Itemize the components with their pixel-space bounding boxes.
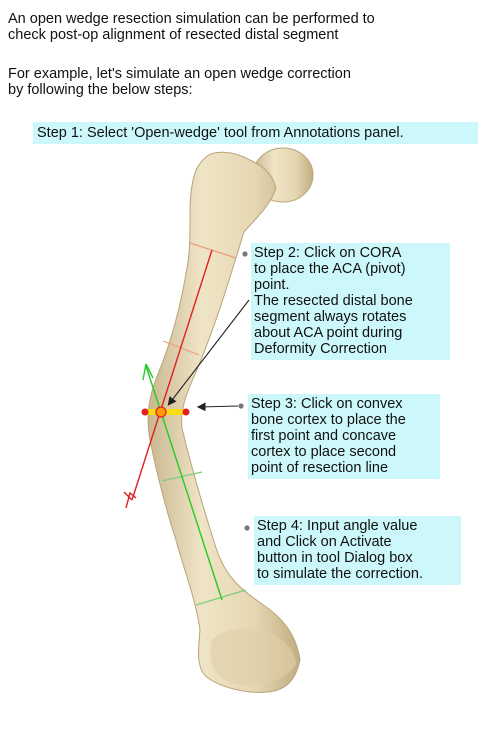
step2-line: point. xyxy=(254,277,290,293)
convex-cortex-point xyxy=(141,408,149,416)
step1-callout: Step 1: Select 'Open-wedge' tool from An… xyxy=(33,122,478,144)
step2-line: segment always rotates xyxy=(254,309,407,325)
proximal-axis-arrowhead xyxy=(123,491,133,501)
intro-line: by following the below steps: xyxy=(8,82,193,98)
step3-pointer-dot xyxy=(238,403,244,409)
step3-line: bone cortex to place the xyxy=(251,412,406,428)
intro-paragraph-2: For example, let's simulate an open wedg… xyxy=(8,66,351,98)
aca-pivot-point xyxy=(155,406,167,418)
step3-line: Step 3: Click on convex xyxy=(251,396,403,412)
step2-line: Step 2: Click on CORA xyxy=(254,245,402,261)
step4-callout: Step 4: Input angle value and Click on A… xyxy=(254,516,461,585)
step2-line: about ACA point during xyxy=(254,325,403,341)
proximal-axis-arrowhead xyxy=(125,491,137,509)
step2-line: Deformity Correction xyxy=(254,341,387,357)
step3-line: first point and concave xyxy=(251,428,397,444)
step4-line: to simulate the correction. xyxy=(257,566,424,582)
step3-pointer-line xyxy=(196,402,239,412)
step4-line: button in tool Dialog box xyxy=(257,550,413,566)
step4-line: Step 4: Input angle value xyxy=(257,518,418,534)
proximal-axis-line xyxy=(131,249,213,501)
intro-paragraph-1: An open wedge resection simulation can b… xyxy=(8,11,375,43)
step2-pointer-dot xyxy=(242,251,248,257)
concave-cortex-point xyxy=(182,408,190,416)
step3-line: point of resection line xyxy=(251,460,389,476)
step4-pointer-dot xyxy=(244,525,250,531)
intro-line: An open wedge resection simulation can b… xyxy=(8,11,375,27)
step2-callout: Step 2: Click on CORA to place the ACA (… xyxy=(251,243,450,360)
step1-text: Step 1: Select 'Open-wedge' tool from An… xyxy=(37,125,404,141)
distal-axis-arrowhead xyxy=(142,363,154,381)
step4-line: and Click on Activate xyxy=(257,534,392,550)
femur-bone xyxy=(147,151,301,693)
step2-line: The resected distal bone xyxy=(254,293,413,309)
step2-pointer-line xyxy=(167,299,250,406)
intro-line: For example, let's simulate an open wedg… xyxy=(8,66,351,82)
femur-condyle xyxy=(210,628,296,686)
intro-line: check post-op alignment of resected dist… xyxy=(8,27,339,43)
distal-axis-line xyxy=(145,365,223,601)
step3-line: cortex to place second xyxy=(251,444,397,460)
step3-callout: Step 3: Click on convex bone cortex to p… xyxy=(248,394,440,479)
step2-line: to place the ACA (pivot) xyxy=(254,261,406,277)
resection-line-upper-1 xyxy=(189,242,237,259)
